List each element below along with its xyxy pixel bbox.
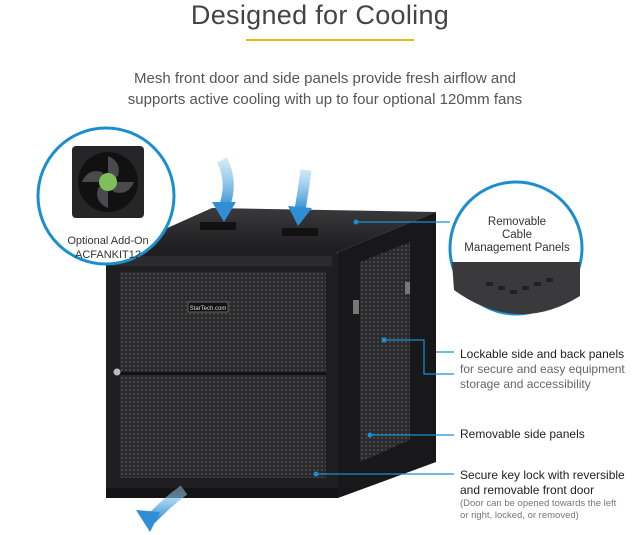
cable-callout-circle: [448, 180, 584, 316]
cable-callout-line-2: Cable: [501, 229, 533, 241]
feature-note-line-1: (Door can be opened towards the left: [460, 498, 617, 509]
fan-callout-line-2: ACFANKIT12: [74, 249, 142, 261]
feature-callout-lockable: Lockable side and back panels for secure…: [460, 347, 635, 392]
brand-badge: StarTech.com: [187, 301, 229, 313]
airflow-arrowhead-left: [212, 202, 236, 222]
feature-heading: Lockable side and back panels: [460, 347, 625, 361]
subtitle-line-1: Mesh front door and side panels provide …: [134, 70, 516, 87]
fan-callout-label: Optional Add-On ACFANKIT12: [48, 234, 168, 262]
feature-callout-side-panels: Removable side panels: [460, 427, 635, 442]
leader-lines: [316, 221, 454, 475]
feature-heading: Removable side panels: [460, 427, 585, 441]
airflow-arrowhead-bottom: [136, 510, 160, 532]
airflow-arrowhead-right: [288, 206, 312, 226]
door-lock-icon: [113, 368, 121, 376]
feature-body-line-2: storage and accessibility: [460, 377, 591, 391]
airflow-arrow-left: [216, 157, 234, 210]
cabinet-top: [118, 208, 436, 252]
cable-callout-line-3: Management Panels: [464, 242, 570, 254]
page-title: Designed for Cooling: [190, 0, 450, 30]
airflow-arrow-right: [294, 169, 312, 211]
feature-note-line-2: or right, locked, or removed): [460, 510, 579, 521]
title-underline: [246, 39, 414, 41]
feature-heading-line-1: Secure key lock with reversible: [460, 468, 625, 482]
cable-callout-line-1: Removable: [487, 216, 547, 228]
cabinet-front: [106, 250, 338, 498]
feature-heading-line-2: and removable front door: [460, 483, 595, 497]
feature-body-line-1: for secure and easy equipment: [460, 362, 625, 376]
feature-callout-key-lock: Secure key lock with reversible and remo…: [460, 468, 635, 522]
cabinet-side-panel: [338, 212, 436, 498]
fan-callout-circle: [36, 126, 176, 266]
fan-callout-line-1: Optional Add-On: [67, 235, 149, 247]
brand-badge-text: StarTech.com: [190, 306, 227, 312]
subtitle-line-2: supports active cooling with up to four …: [127, 91, 523, 108]
leader-dots: [313, 219, 387, 477]
cable-callout-label: Removable Cable Management Panels: [462, 216, 572, 255]
page-subtitle: Mesh front door and side panels provide …: [100, 68, 550, 110]
